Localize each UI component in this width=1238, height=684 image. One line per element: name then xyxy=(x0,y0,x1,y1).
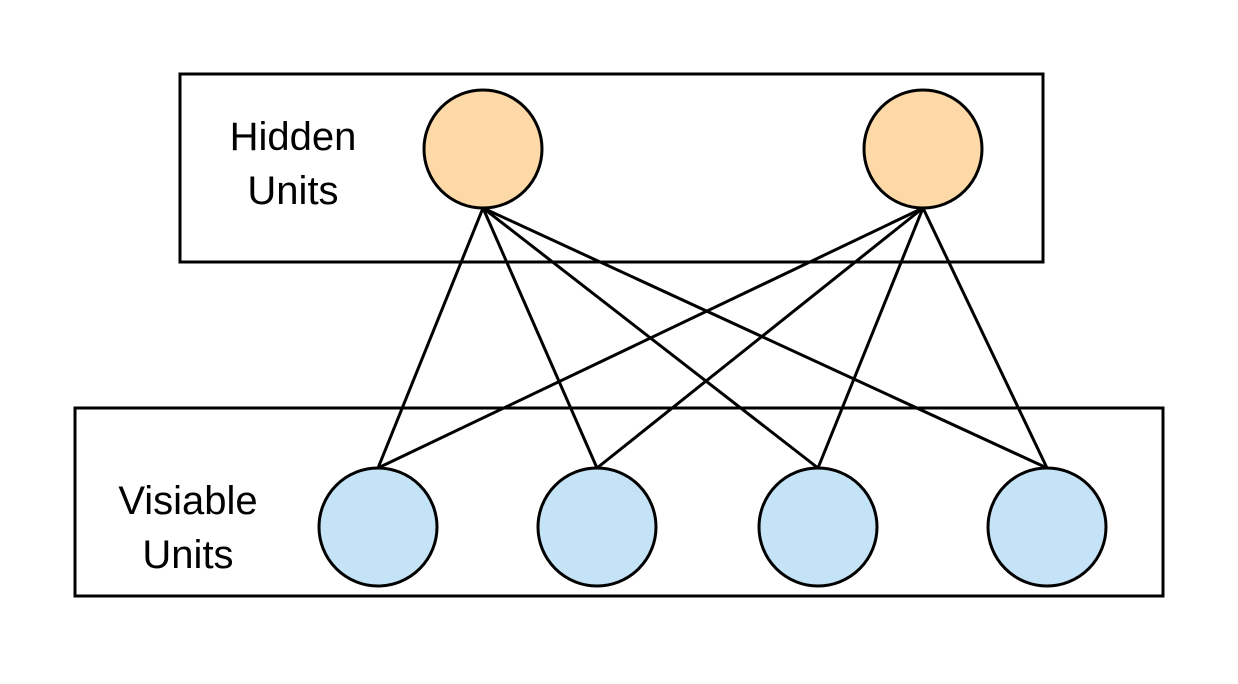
hidden-layer-box xyxy=(178,72,1045,264)
edge-h2-v3 xyxy=(816,207,925,469)
hidden-label-line1: Hidden xyxy=(230,115,357,159)
visible-unit-2 xyxy=(536,466,658,588)
edge-h2-v1 xyxy=(377,206,924,470)
visible-label-line2: Units xyxy=(142,533,233,577)
visible-unit-4 xyxy=(986,466,1108,588)
visible-label-line1: Visiable xyxy=(118,479,257,523)
hidden-unit-1 xyxy=(422,88,544,210)
edge-h1-v2 xyxy=(481,207,599,469)
edge-h1-v4 xyxy=(482,206,1048,470)
edge-h1-v1 xyxy=(376,207,485,469)
hidden-unit-2 xyxy=(862,88,984,210)
visible-unit-1 xyxy=(317,466,439,588)
visible-layer-box xyxy=(73,406,1165,598)
edge-h2-v2 xyxy=(596,206,924,470)
hidden-label-line2: Units xyxy=(247,169,338,213)
visible-unit-3 xyxy=(757,466,879,588)
unit-nodes xyxy=(317,88,1108,588)
connection-edges xyxy=(376,206,1049,470)
edge-h2-v4 xyxy=(921,207,1049,469)
